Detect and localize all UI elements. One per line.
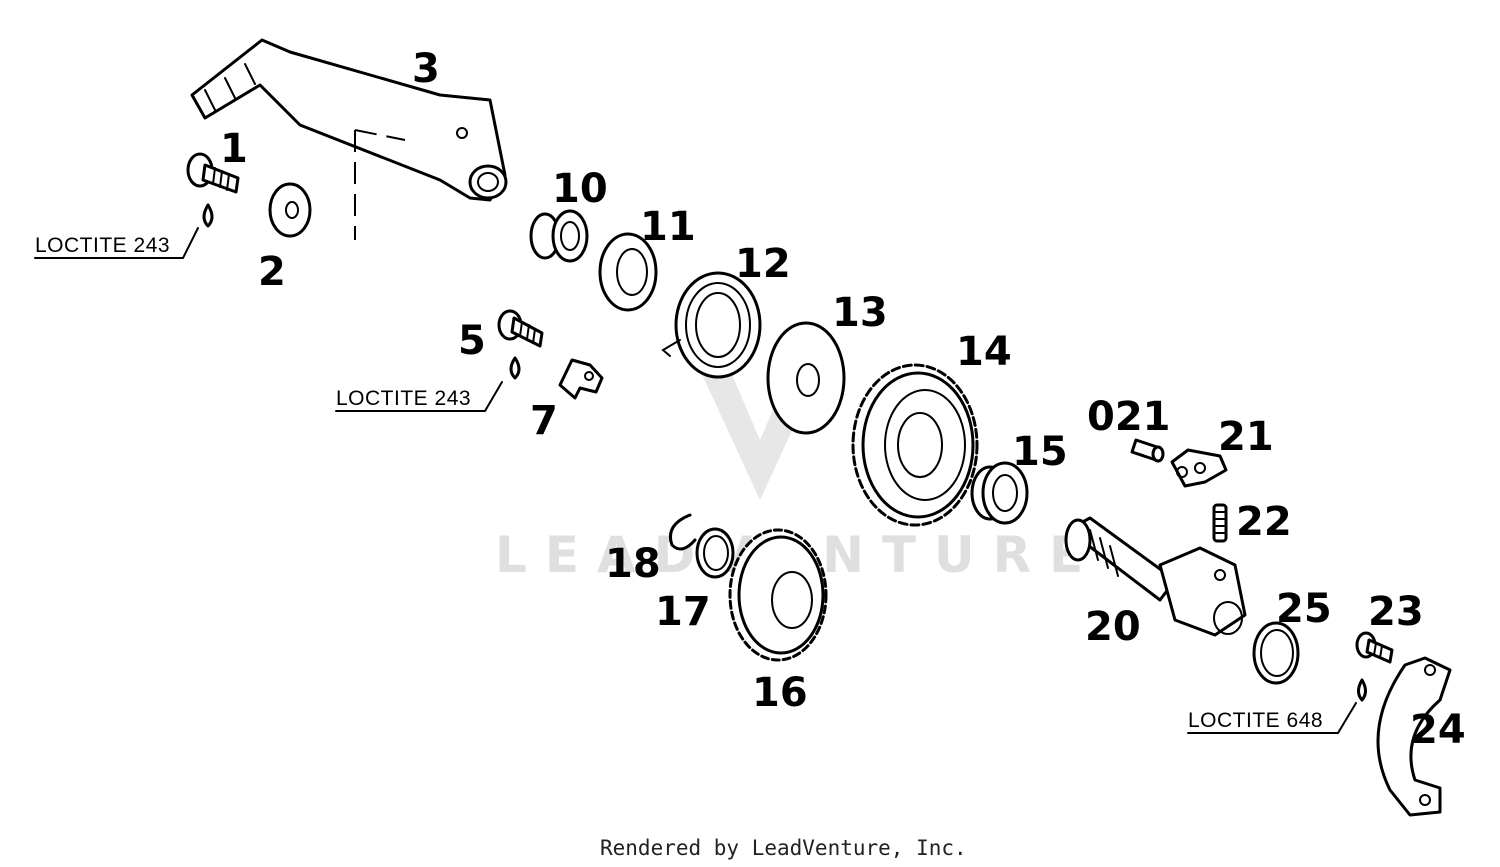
part-14-ratchet-gear[interactable] <box>851 363 979 527</box>
part-13-thrust-washer[interactable] <box>766 321 846 435</box>
loctite-note-3-text: LOCTITE 648 <box>1188 709 1323 732</box>
part-20-kick-shaft[interactable] <box>1064 516 1247 637</box>
callout-24: 24 <box>1410 707 1466 753</box>
part-11-seal[interactable] <box>598 232 658 312</box>
callout-15: 15 <box>1012 429 1068 475</box>
callout-5: 5 <box>458 318 486 364</box>
callout-11: 11 <box>640 204 696 250</box>
callout-13: 13 <box>832 290 888 336</box>
callout-22: 22 <box>1236 499 1292 545</box>
part-10-bushing[interactable] <box>529 209 589 263</box>
callout-labels: 1 2 3 5 7 10 11 12 13 14 15 16 17 18 20 … <box>220 46 1466 753</box>
part-18-circlip[interactable] <box>669 513 697 551</box>
callout-021: 021 <box>1087 394 1171 440</box>
loctite-note-1-text: LOCTITE 243 <box>35 234 170 257</box>
callout-17: 17 <box>655 589 711 635</box>
footer-credit: Rendered by LeadVenture, Inc. <box>600 836 967 860</box>
part-16-kick-gear[interactable] <box>728 528 828 662</box>
part-23-bolt[interactable] <box>1355 631 1394 702</box>
callout-1: 1 <box>220 126 248 172</box>
part-15-needle-bearing[interactable] <box>970 461 1029 525</box>
part-3-kick-lever[interactable] <box>190 38 508 240</box>
part-12-spring[interactable] <box>661 271 762 379</box>
loctite-note-2-text: LOCTITE 243 <box>336 387 471 410</box>
callout-16: 16 <box>752 670 808 716</box>
part-22-spring[interactable] <box>1212 503 1228 543</box>
part-5-bolt[interactable] <box>497 309 544 380</box>
callout-25: 25 <box>1276 586 1332 632</box>
callout-18: 18 <box>605 541 661 587</box>
part-1-bolt[interactable] <box>186 152 240 228</box>
part-7-bracket[interactable] <box>558 358 604 400</box>
callout-3: 3 <box>412 46 440 92</box>
callout-12: 12 <box>735 241 791 287</box>
part-25-o-ring[interactable] <box>1252 621 1300 685</box>
part-2-washer[interactable] <box>268 182 312 238</box>
part-17-washer[interactable] <box>695 527 735 579</box>
part-021-pin[interactable] <box>1130 438 1165 463</box>
part-24-guide-plate[interactable] <box>1376 656 1452 817</box>
loctite-note-3: LOCTITE 648 <box>1187 702 1357 734</box>
loctite-note-2: LOCTITE 243 <box>335 381 503 412</box>
loctite-note-1: LOCTITE 243 <box>34 227 199 259</box>
callout-10: 10 <box>552 166 608 212</box>
callout-23: 23 <box>1368 589 1424 635</box>
callout-20: 20 <box>1085 604 1141 650</box>
callout-14: 14 <box>956 329 1012 375</box>
callout-21: 21 <box>1218 414 1274 460</box>
callout-2: 2 <box>258 249 286 295</box>
part-21-pawl[interactable] <box>1170 448 1228 488</box>
callout-7: 7 <box>530 398 558 444</box>
